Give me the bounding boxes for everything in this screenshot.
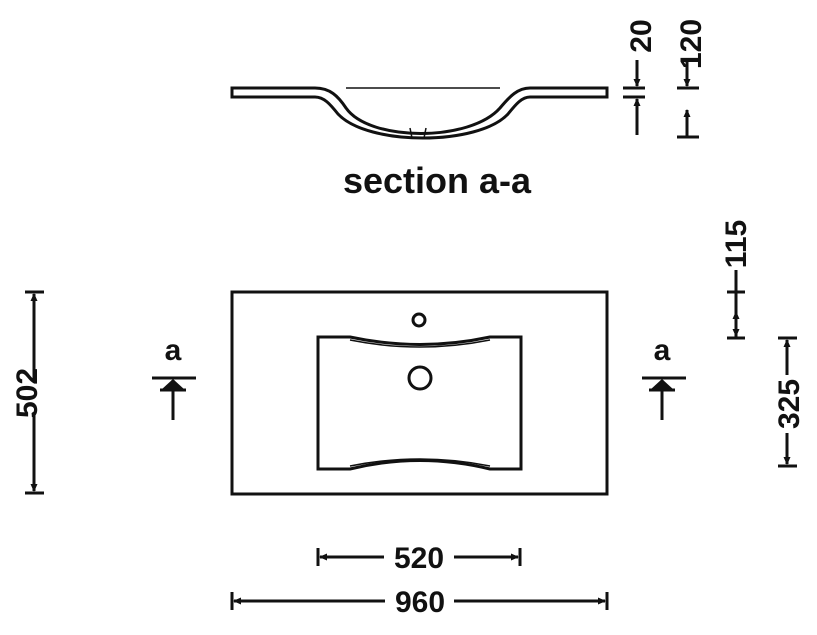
drain-hole-outer [407, 365, 433, 391]
section-profile [230, 86, 609, 140]
dimension-drain-offset: 325 [773, 336, 806, 468]
dimension-overall-width-label: 960 [395, 586, 445, 619]
dimension-overall-depth-label: 502 [11, 368, 44, 418]
countertop-outline [230, 290, 609, 496]
basin-top-inner-curve [349, 339, 491, 348]
section-marker-left-label: a [165, 334, 182, 367]
tap-hole [411, 312, 427, 328]
dimension-thickness-label: 20 [625, 19, 658, 52]
dimension-overall-depth: 502 [11, 290, 44, 495]
section-marker-right: a [642, 334, 686, 420]
section-marker-right-label: a [654, 334, 671, 367]
dimension-depth-label: 120 [675, 19, 708, 69]
dimension-depth: 120 [675, 19, 708, 139]
section-marker-left: a [152, 334, 196, 420]
section-title: section a-a [343, 160, 532, 201]
dimension-basin-width-label: 520 [394, 542, 444, 575]
drain-break-left [409, 127, 413, 139]
drain-break-right [423, 127, 427, 139]
basin-outline [316, 335, 523, 471]
dimension-tap-offset: 115 [720, 220, 753, 340]
dimension-thickness: 20 [623, 19, 658, 135]
basin-bottom-inner-curve [349, 458, 491, 467]
plan-view: a a 502 115 [11, 220, 806, 619]
dimension-basin-width: 520 [316, 542, 522, 575]
section-view: section a-a 20 120 [230, 19, 708, 201]
dimension-overall-width: 960 [230, 586, 609, 619]
dimension-tap-offset-label: 115 [720, 220, 753, 268]
dimension-drain-offset-label: 325 [773, 379, 806, 429]
